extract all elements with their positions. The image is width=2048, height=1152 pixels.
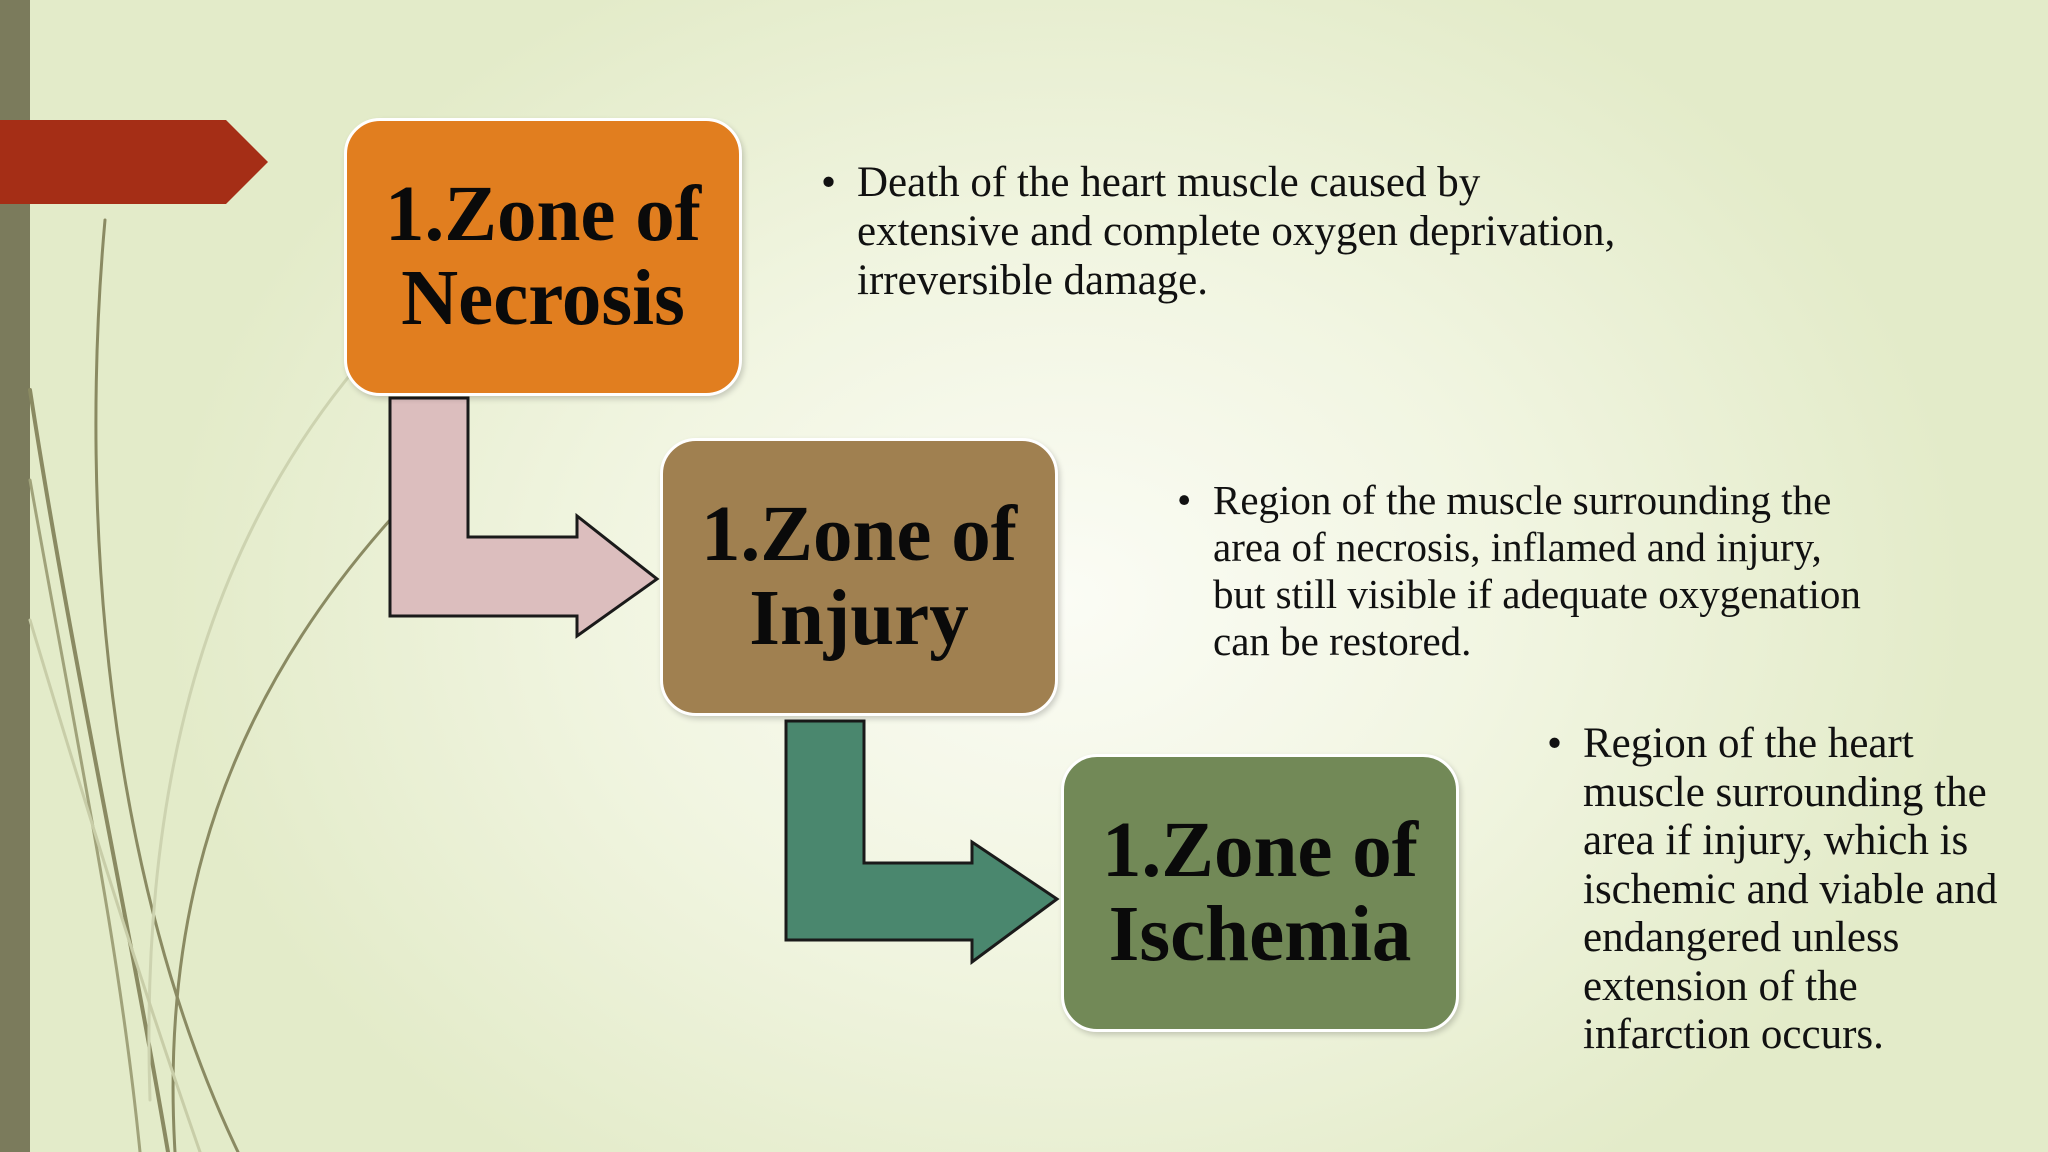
grass-stroke <box>171 518 392 1152</box>
zone-necrosis-box: 1.Zone of Necrosis <box>344 118 742 396</box>
zone-injury-title: 1.Zone of Injury <box>701 491 1017 662</box>
grass-stroke <box>28 618 202 1152</box>
elbow-arrow-necrosis-to-injury <box>388 396 660 639</box>
elbow-arrow-injury-to-ischemia <box>784 719 1060 965</box>
zone-ischemia-title: 1.Zone of Ischemia <box>1102 807 1418 978</box>
zone-ischemia-description: • Region of the heart muscle surrounding… <box>1547 720 2023 1060</box>
bullet-item: • Region of the heart muscle surrounding… <box>1547 720 2023 1060</box>
grass-stroke <box>94 218 240 1152</box>
bullet-marker: • <box>1547 720 1563 767</box>
zone-necrosis-title: 1.Zone of Necrosis <box>385 171 701 342</box>
zone-injury-description: • Region of the muscle surrounding the a… <box>1177 477 1863 665</box>
bullet-marker: • <box>821 159 837 206</box>
description-text: Region of the muscle surrounding the are… <box>1213 477 1861 664</box>
description-text: Death of the heart muscle caused by exte… <box>857 159 1616 304</box>
grass-strokes <box>28 218 392 1152</box>
grass-stroke <box>28 478 142 1152</box>
bullet-marker: • <box>1177 477 1192 523</box>
bullet-item: • Death of the heart muscle caused by ex… <box>821 158 1617 305</box>
zone-ischemia-box: 1.Zone of Ischemia <box>1061 754 1459 1032</box>
zone-injury-box: 1.Zone of Injury <box>660 438 1058 716</box>
zone-necrosis-description: • Death of the heart muscle caused by ex… <box>821 158 1617 305</box>
description-text: Region of the heart muscle surrounding t… <box>1583 720 1998 1058</box>
grass-stroke <box>28 388 170 1152</box>
banner-arrow-shape <box>0 120 268 204</box>
bullet-item: • Region of the muscle surrounding the a… <box>1177 477 1863 665</box>
grass-stroke <box>147 373 352 1102</box>
